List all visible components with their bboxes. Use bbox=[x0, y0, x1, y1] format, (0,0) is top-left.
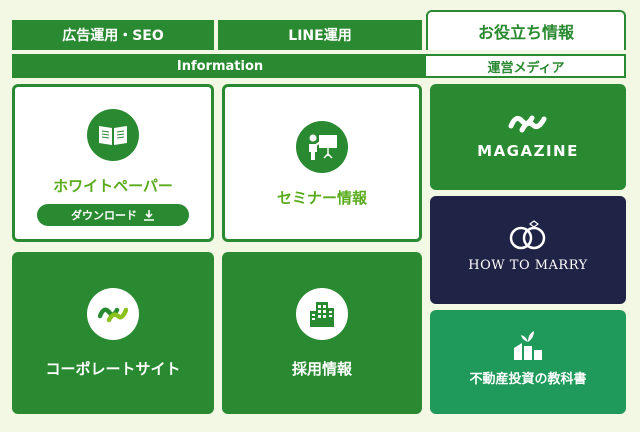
seminar-label: セミナー情報 bbox=[276, 189, 367, 207]
recruit-card[interactable]: 採用情報 bbox=[222, 252, 422, 414]
magazine-card[interactable]: MAGAZINE bbox=[430, 84, 626, 190]
seminar-card[interactable]: セミナー情報 bbox=[222, 84, 422, 242]
building-icon bbox=[296, 288, 348, 340]
sprout-building-icon bbox=[514, 331, 542, 360]
real-estate-textbook-card[interactable]: 不動産投資の教科書 bbox=[430, 310, 626, 414]
page-container: 広告運用・SEO LINE運用 お役立ち情報 Information 運営メディ… bbox=[10, 8, 628, 416]
recruit-label: 採用情報 bbox=[291, 360, 352, 378]
section-header-bar: Information 運営メディア bbox=[12, 54, 626, 78]
whitepaper-card[interactable]: ホワイトペーパー ダウンロード bbox=[12, 84, 214, 242]
magazine-label: MAGAZINE bbox=[477, 142, 579, 160]
presentation-icon bbox=[296, 121, 348, 173]
brand-logo-icon bbox=[508, 115, 547, 133]
tab-useful-info[interactable]: お役立ち情報 bbox=[426, 10, 626, 50]
download-button[interactable]: ダウンロード bbox=[37, 204, 189, 226]
how-to-marry-label: HOW TO MARRY bbox=[468, 258, 588, 273]
information-header: Information bbox=[14, 56, 426, 76]
brand-logo-icon bbox=[87, 288, 139, 340]
corporate-site-card[interactable]: コーポレートサイト bbox=[12, 252, 214, 414]
book-icon bbox=[87, 109, 139, 161]
real-estate-textbook-label: 不動産投資の教科書 bbox=[469, 372, 587, 387]
tab-line[interactable]: LINE運用 bbox=[218, 20, 422, 50]
whitepaper-label: ホワイトペーパー bbox=[53, 177, 173, 195]
download-label: ダウンロード bbox=[71, 209, 137, 222]
owned-media-header: 運営メディア bbox=[487, 60, 565, 76]
rings-icon bbox=[509, 220, 546, 250]
tab-ads-seo[interactable]: 広告運用・SEO bbox=[12, 20, 214, 50]
download-icon bbox=[144, 210, 154, 221]
how-to-marry-card[interactable]: HOW TO MARRY bbox=[430, 196, 626, 304]
corporate-site-label: コーポレートサイト bbox=[45, 360, 181, 378]
